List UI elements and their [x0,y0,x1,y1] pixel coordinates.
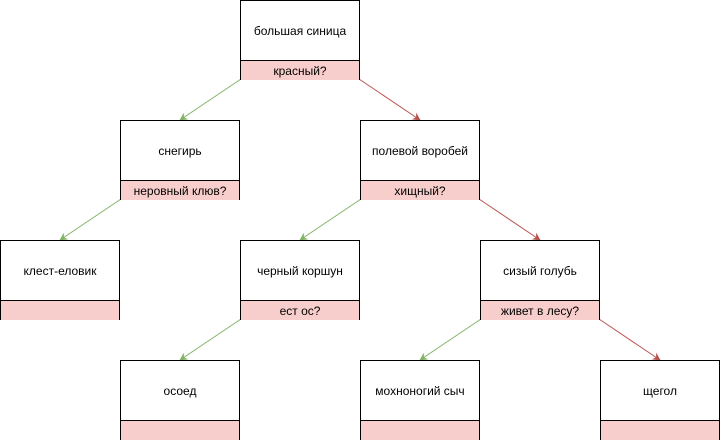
node-title: полевой воробей [372,144,468,158]
node-question: красный? [241,60,359,80]
node-snegir: снегирь неровный клюв? [120,120,240,200]
node-question [121,420,239,440]
edge-n5-n8-no [598,318,661,361]
node-shchegol: щегол [600,360,720,440]
node-osoed: осоед [120,360,240,440]
node-title: мохноногий сыч [375,384,465,398]
node-title: осоед [163,384,197,398]
node-polevoy-vorobey: полевой воробей хищный? [360,120,480,200]
node-title: снегирь [158,144,202,158]
edge-root-n1-yes [179,78,242,121]
node-cherny-korshun: черный коршун ест ос? [240,240,360,320]
edge-n4-n6-yes [179,318,242,361]
node-mokhnonogy-sych: мохноногий сыч [360,360,480,440]
edge-n5-n7-yes [419,318,482,361]
node-question [601,420,719,440]
node-bolshaya-sinitsa: большая синица красный? [240,0,360,80]
node-title: щегол [643,384,677,398]
node-question: живет в лесу? [481,300,599,320]
node-sizy-golub: сизый голубь живет в лесу? [480,240,600,320]
edge-root-n2-no [358,78,421,121]
node-question: ест ос? [241,300,359,320]
edge-n1-n3-yes [59,198,122,241]
node-question [361,420,479,440]
edge-n2-n5-no [478,198,541,241]
node-question: неровный клюв? [121,180,239,200]
node-title: черный коршун [257,264,343,278]
edge-n2-n4-yes [299,198,362,241]
node-title: большая синица [253,24,347,38]
node-klest-elovik: клест-еловик [0,240,120,320]
node-question [1,300,119,320]
node-title: сизый голубь [503,264,577,278]
node-title: клест-еловик [23,264,97,278]
node-question: хищный? [361,180,479,200]
